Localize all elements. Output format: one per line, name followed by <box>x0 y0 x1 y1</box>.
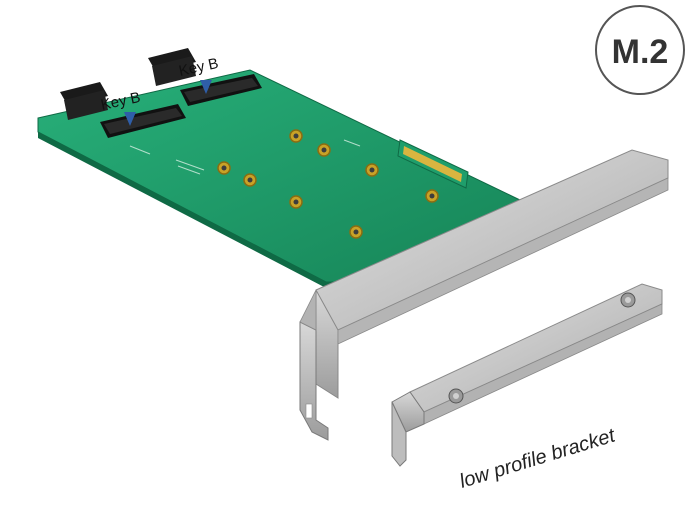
pcie-edge-connector <box>397 139 469 189</box>
low-profile-bracket <box>391 283 663 467</box>
sata-connector-right <box>148 48 196 86</box>
screw-icon <box>620 292 636 308</box>
arrow-down-icon <box>124 112 136 126</box>
screw-icon <box>448 388 464 404</box>
mounting-holes <box>217 129 439 239</box>
full-height-bracket <box>299 149 669 441</box>
badge-text: M.2 <box>612 33 669 71</box>
pcie-card: Key B Key B <box>37 48 523 288</box>
m2-badge: M.2 <box>595 5 685 95</box>
sata-connector-left <box>60 82 108 120</box>
low-profile-caption: low profile bracket <box>457 424 619 493</box>
arrow-down-icon <box>200 80 212 94</box>
m2-slot-right <box>180 74 262 106</box>
silkscreen-marks <box>129 139 361 175</box>
m2-slot-left <box>100 104 186 138</box>
